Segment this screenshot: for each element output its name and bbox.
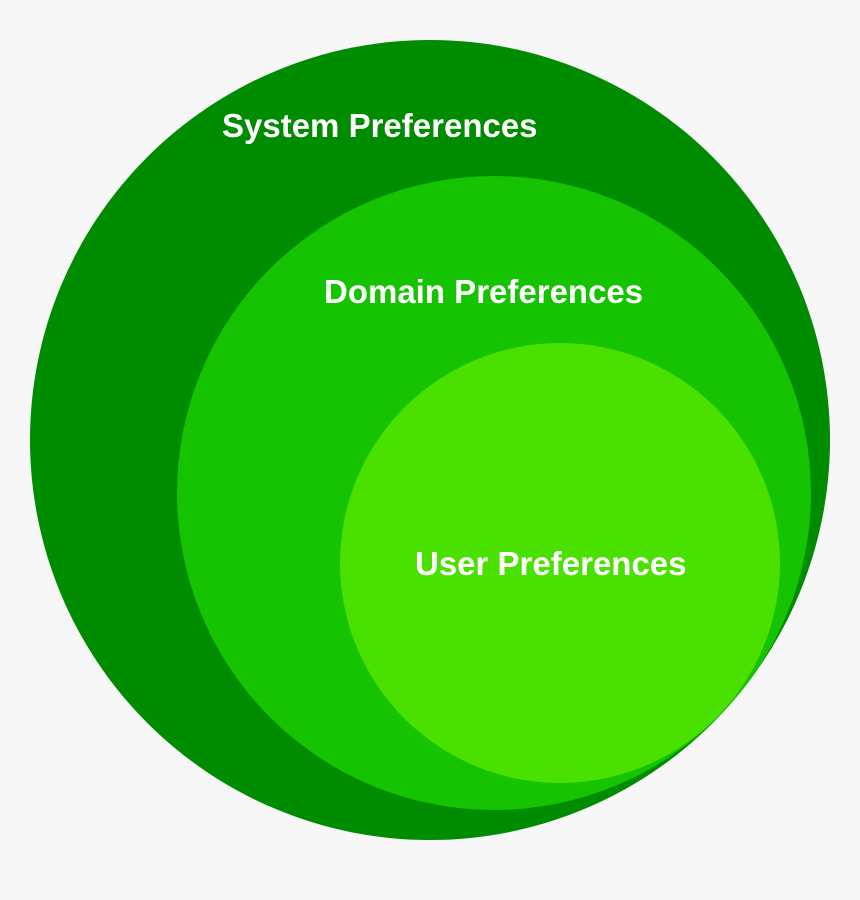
user-preferences-circle xyxy=(340,343,780,783)
domain-preferences-label: Domain Preferences xyxy=(324,273,643,310)
user-preferences-label: User Preferences xyxy=(415,545,687,582)
system-preferences-label: System Preferences xyxy=(222,107,538,144)
